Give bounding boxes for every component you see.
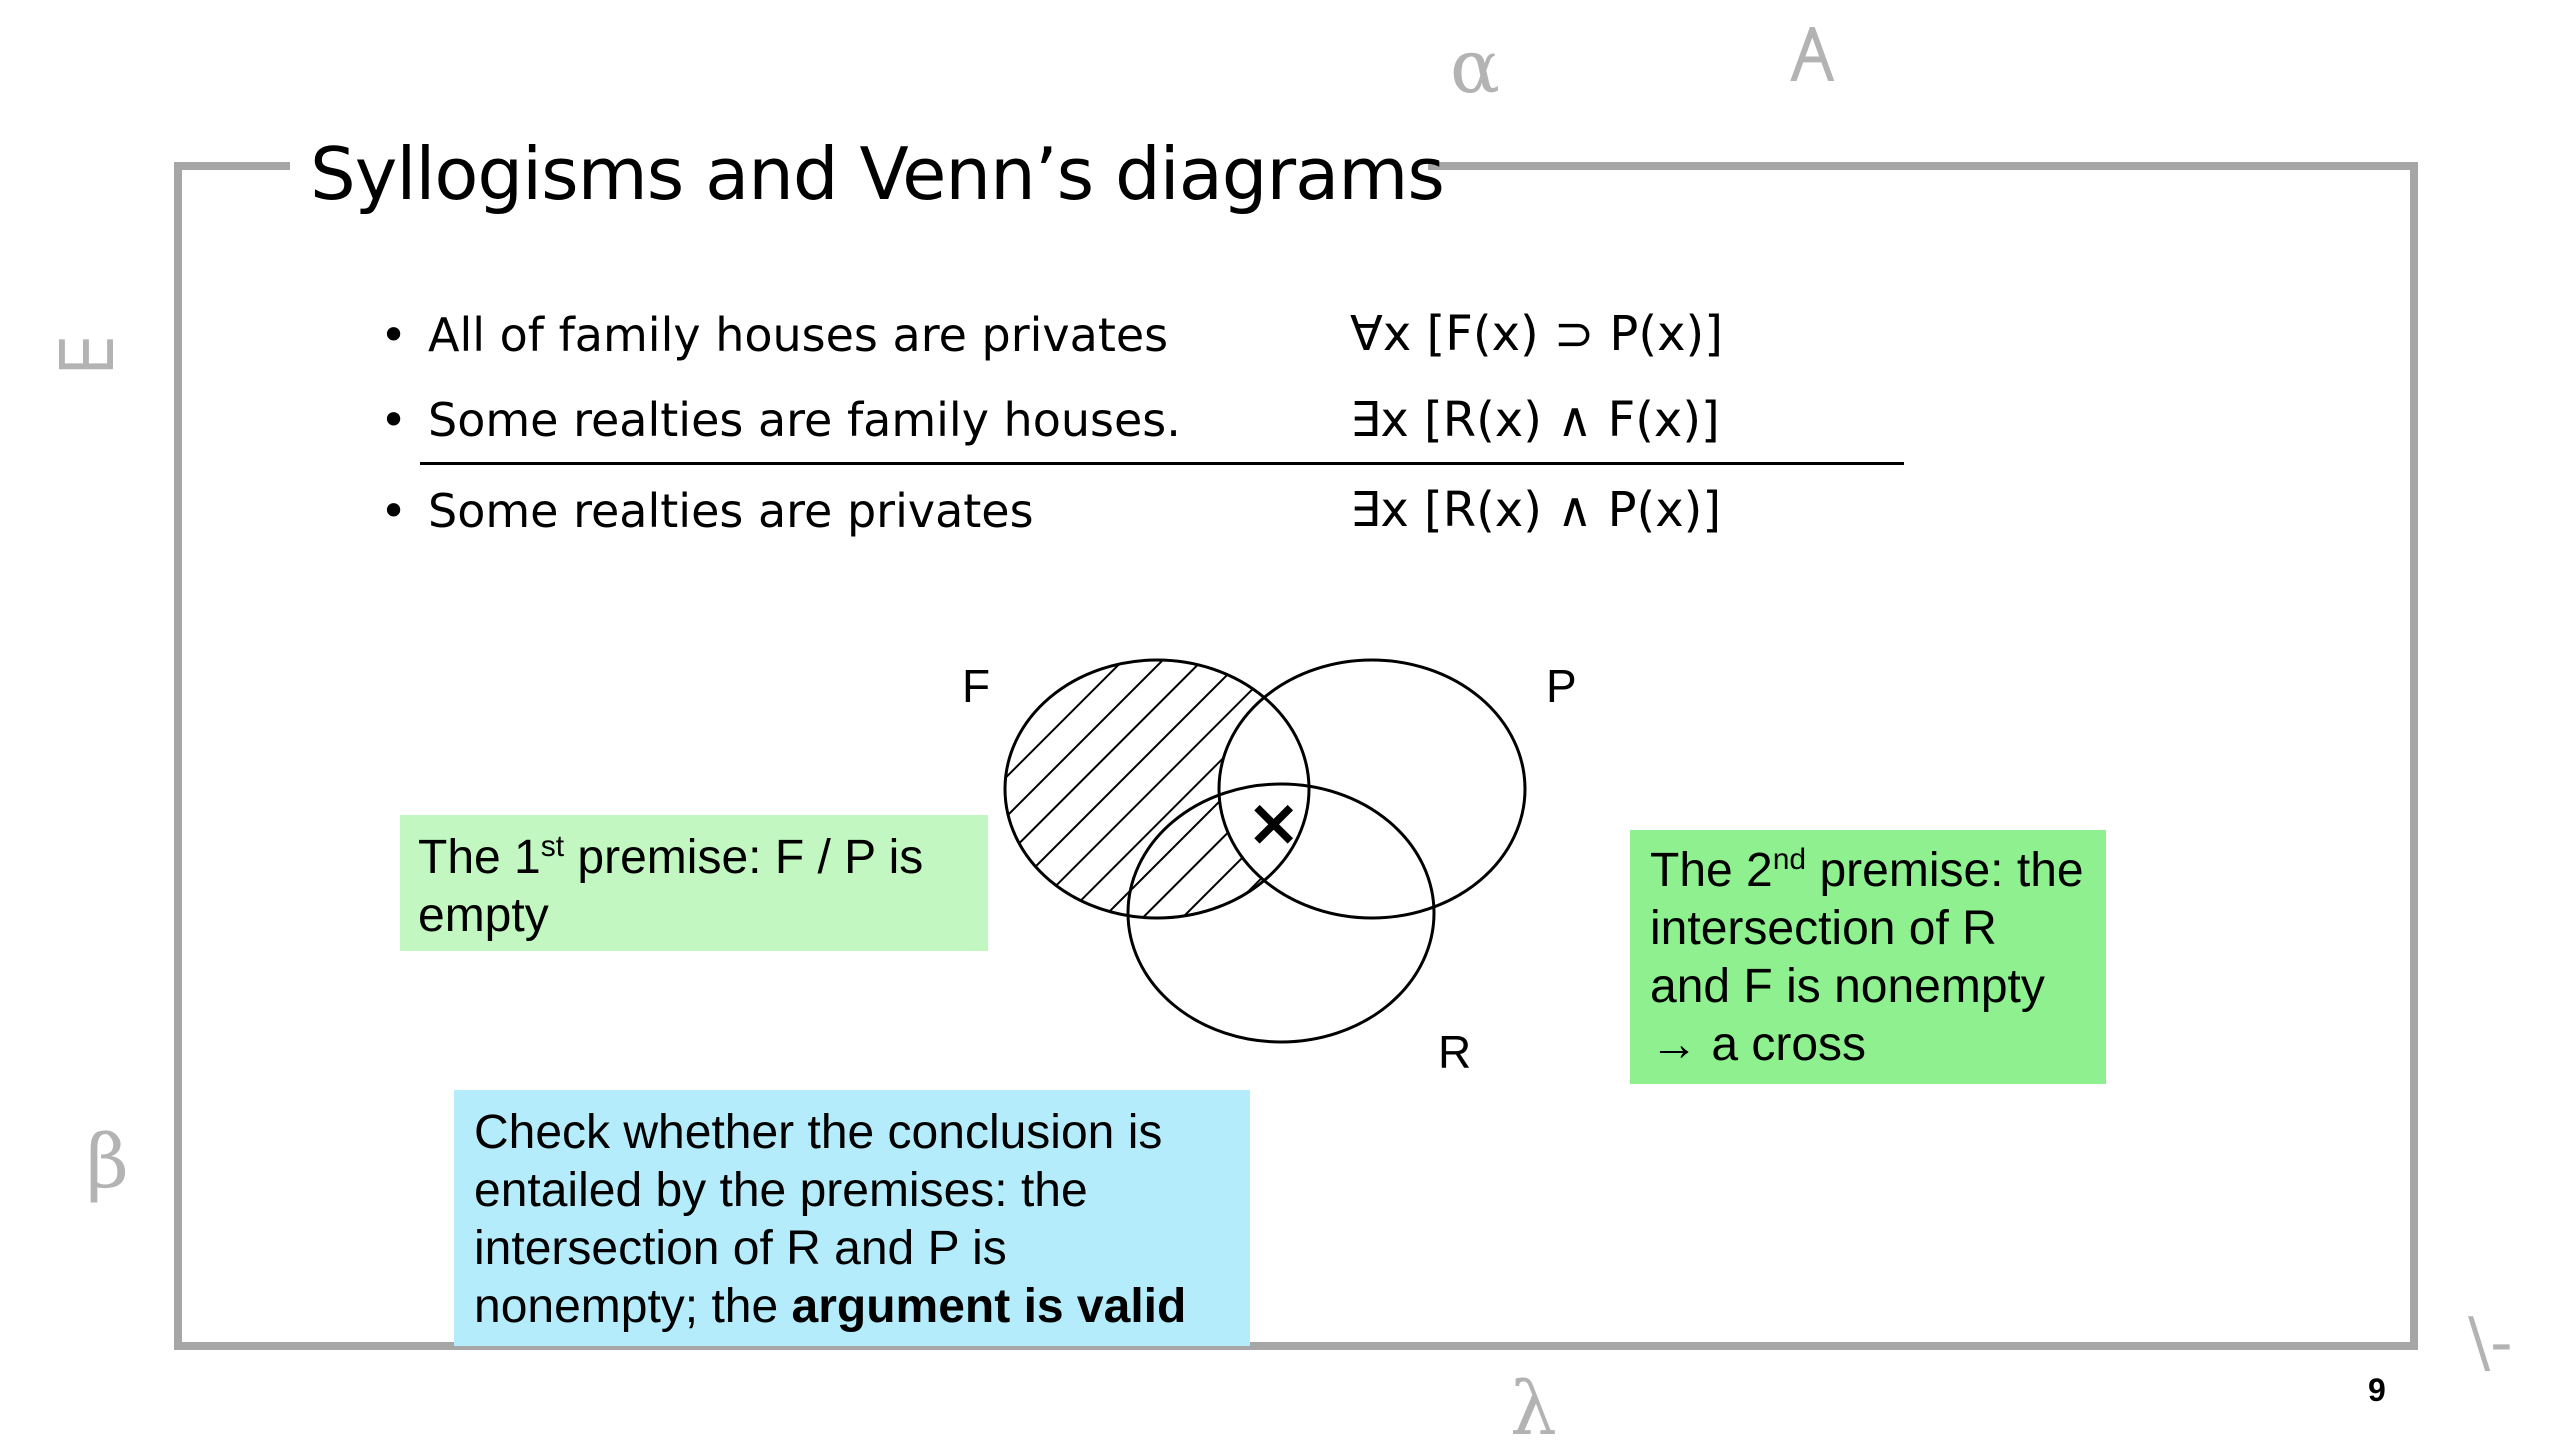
- note-emphasis: argument is valid: [791, 1280, 1187, 1333]
- alpha-symbol: α: [1450, 24, 1500, 110]
- conclusion-rule: [420, 462, 1904, 465]
- lambda-symbol: λ: [1510, 1366, 1557, 1452]
- note-text: Check whether the conclusion is entailed…: [474, 1106, 1163, 1333]
- slide-title: Syllogisms and Venn’s diagrams: [310, 132, 1445, 216]
- corner-symbol: \-: [2468, 1304, 2513, 1381]
- beta-symbol: β: [86, 1119, 129, 1205]
- conclusion-check-note: Check whether the conclusion is entailed…: [454, 1090, 1250, 1346]
- note-text: premise: F / P is empty: [418, 831, 924, 942]
- page-number: 9: [2368, 1372, 2386, 1408]
- premise-2-formula: ∃x [R(x) ∧ F(x)]: [1350, 392, 1720, 448]
- cross-mark: ×: [1246, 784, 1301, 861]
- label-r: R: [1438, 1026, 1471, 1078]
- circle-r: [1126, 782, 1436, 1044]
- note-text: → a cross: [1650, 1018, 1867, 1071]
- label-f: F: [962, 660, 990, 712]
- first-premise-note: The 1st premise: F / P is empty: [400, 815, 988, 951]
- note-text: The 1: [418, 831, 541, 884]
- bullet-marker: •: [380, 308, 408, 362]
- premise-text: All of family houses are privates: [428, 308, 1169, 362]
- circle-f: [1003, 658, 1311, 920]
- premise-1-formula: ∀x [F(x) ⊃ P(x)]: [1350, 306, 1723, 362]
- circle-p: [1217, 658, 1527, 920]
- bullet-marker: •: [380, 484, 408, 538]
- note-text: premise: the intersection of R and F is …: [1650, 844, 2084, 1013]
- title-background: [290, 120, 1428, 210]
- premise-text: Some realties are family houses.: [428, 393, 1181, 447]
- ordinal-suffix: nd: [1772, 843, 1807, 876]
- label-p: P: [1546, 660, 1577, 712]
- second-premise-note: The 2nd premise: the intersection of R a…: [1630, 830, 2106, 1084]
- conclusion-text: Some realties are privates: [428, 484, 1034, 538]
- conclusion-formula: ∃x [R(x) ∧ P(x)]: [1350, 482, 1722, 538]
- bullet-marker: •: [380, 393, 408, 447]
- note-text: The 2: [1650, 844, 1773, 897]
- ordinal-suffix: st: [540, 830, 565, 863]
